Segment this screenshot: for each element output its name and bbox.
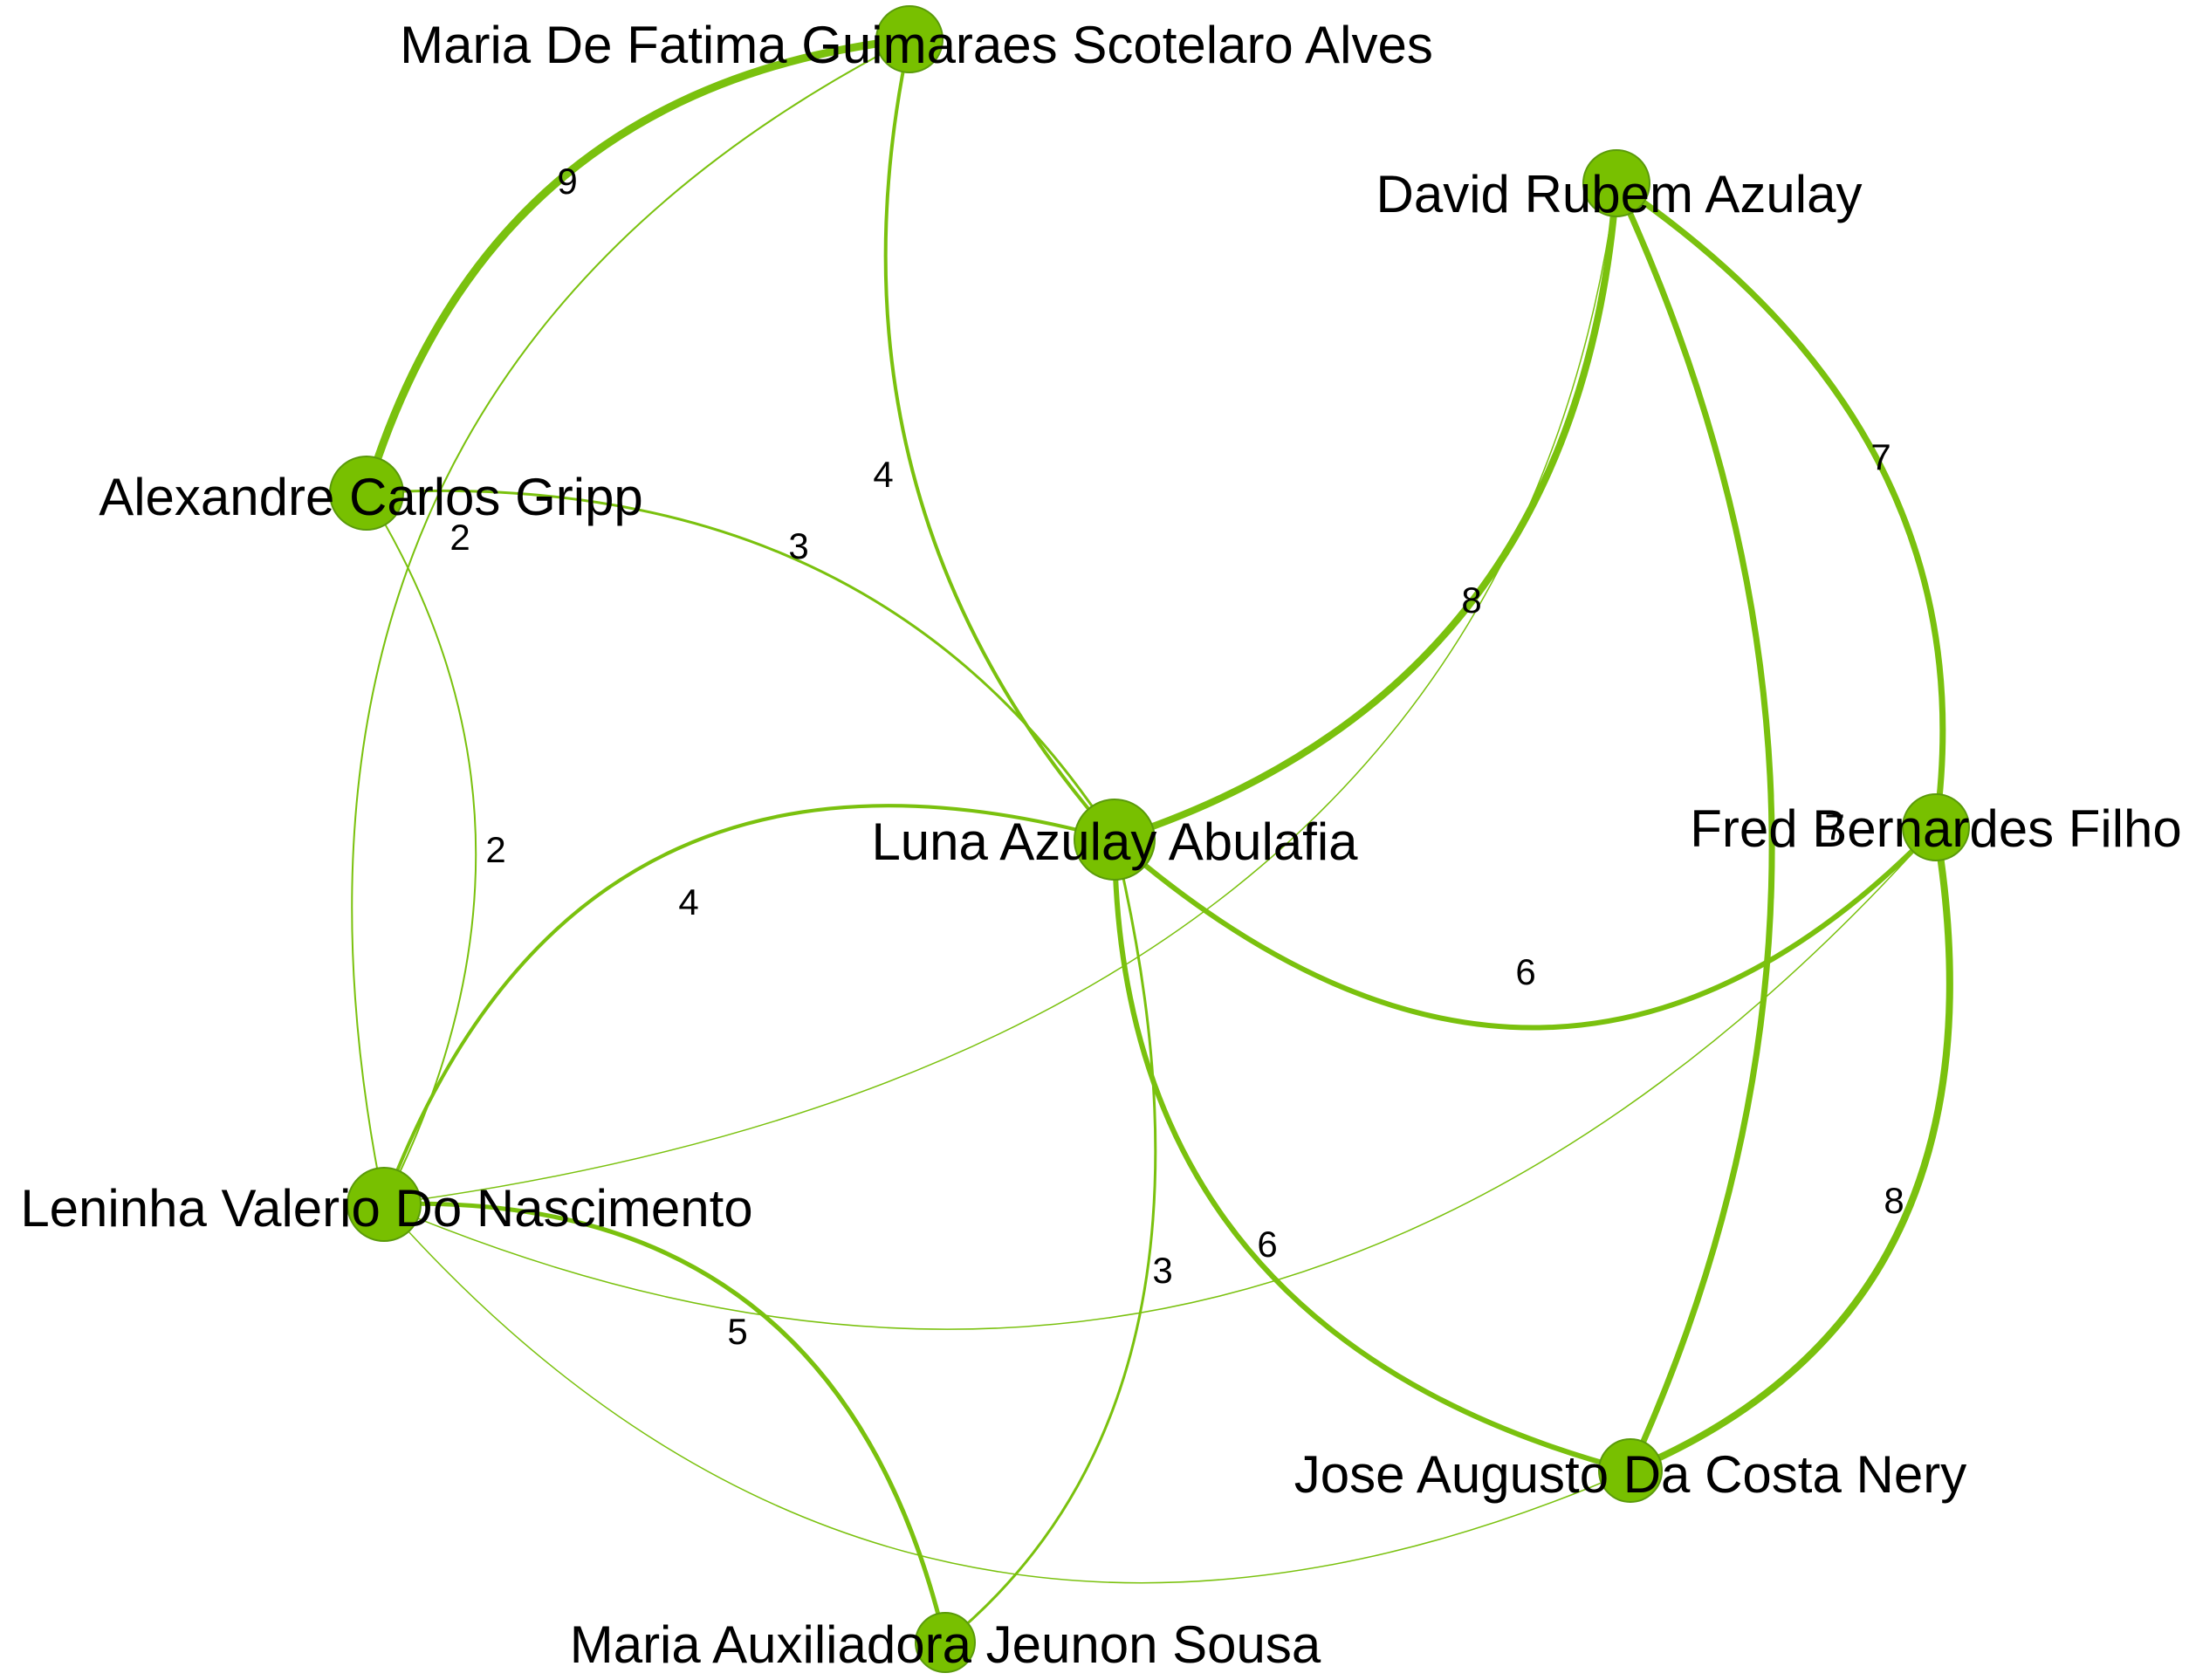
edge-fred-jose bbox=[1627, 824, 1953, 1474]
edge-leninha-maria-aux bbox=[381, 1201, 948, 1645]
edge-label-maria-fatima-leninha: 2 bbox=[449, 517, 470, 558]
edge-label-david-luna: 8 bbox=[1461, 579, 1481, 621]
node-label-maria-fatima: Maria De Fatima Guimaraes Scotelaro Alve… bbox=[400, 16, 1433, 74]
node-label-maria-aux: Maria Auxiliadora Jeunon Sousa bbox=[570, 1615, 1321, 1674]
node-label-fred: Fred Bernardes Filho bbox=[1690, 799, 2182, 858]
edge-luna-leninha bbox=[382, 804, 1116, 1206]
node-jose[interactable] bbox=[1598, 1438, 1663, 1503]
node-leninha[interactable] bbox=[347, 1167, 422, 1242]
edge-label-luna-jose: 6 bbox=[1257, 1224, 1277, 1265]
node-maria-fatima[interactable] bbox=[875, 5, 944, 73]
node-label-david: David Rubem Azulay bbox=[1376, 165, 1863, 223]
node-maria-aux[interactable] bbox=[915, 1612, 976, 1673]
edge-label-luna-fred: 6 bbox=[1515, 951, 1535, 992]
node-alexandre[interactable] bbox=[329, 456, 404, 531]
edge-label-david-jose: 7 bbox=[1824, 806, 1844, 847]
edge-label-luna-maria-aux: 3 bbox=[1152, 1250, 1172, 1291]
edge-fred-leninha bbox=[383, 826, 1937, 1330]
node-label-leninha: Leninha Valerio Do Nascimento bbox=[20, 1179, 752, 1238]
edge-david-jose bbox=[1613, 180, 1775, 1474]
edge-david-luna bbox=[1111, 180, 1620, 843]
edge-luna-maria-aux bbox=[944, 838, 1157, 1644]
edge-label-alexandre-leninha: 2 bbox=[485, 829, 505, 870]
edge-maria-fatima-luna bbox=[883, 38, 1116, 841]
edge-label-leninha-maria-aux: 5 bbox=[727, 1311, 747, 1352]
edge-luna-fred bbox=[1112, 825, 1939, 1031]
edge-label-maria-fatima-luna: 4 bbox=[873, 454, 893, 495]
edge-labels-layer: 9 2 4 3 2 8 7 7 6 4 6 3 8 5 bbox=[449, 161, 1904, 1352]
node-luna[interactable] bbox=[1074, 799, 1156, 881]
node-david[interactable] bbox=[1582, 149, 1650, 217]
edge-david-leninha bbox=[383, 182, 1617, 1205]
edge-label-alexandre-luna: 3 bbox=[788, 525, 808, 566]
edge-label-fred-jose: 8 bbox=[1884, 1180, 1904, 1221]
edge-luna-jose bbox=[1112, 837, 1633, 1473]
edges-layer bbox=[351, 35, 1953, 1645]
node-label-jose: Jose Augusto Da Costa Nery bbox=[1294, 1445, 1966, 1504]
edge-alexandre-leninha bbox=[366, 492, 477, 1205]
node-labels-layer: Maria De Fatima Guimaraes Scotelaro Alve… bbox=[20, 16, 2181, 1674]
node-label-luna: Luna Azulay Abulafia bbox=[871, 813, 1358, 871]
edge-alexandre-maria-fatima bbox=[362, 35, 914, 497]
edge-alexandre-luna bbox=[365, 489, 1116, 841]
node-label-alexandre: Alexandre Carlos Gripp bbox=[99, 468, 643, 526]
nodes-layer bbox=[329, 5, 1970, 1673]
node-fred[interactable] bbox=[1902, 793, 1970, 861]
edge-maria-fatima-leninha bbox=[351, 38, 910, 1205]
edge-label-david-fred: 7 bbox=[1870, 436, 1890, 477]
edge-label-alexandre-maria-fatima: 9 bbox=[557, 161, 577, 202]
edge-leninha-jose bbox=[383, 1203, 1631, 1584]
edge-david-fred bbox=[1613, 180, 1946, 831]
edge-label-luna-leninha: 4 bbox=[678, 881, 698, 922]
